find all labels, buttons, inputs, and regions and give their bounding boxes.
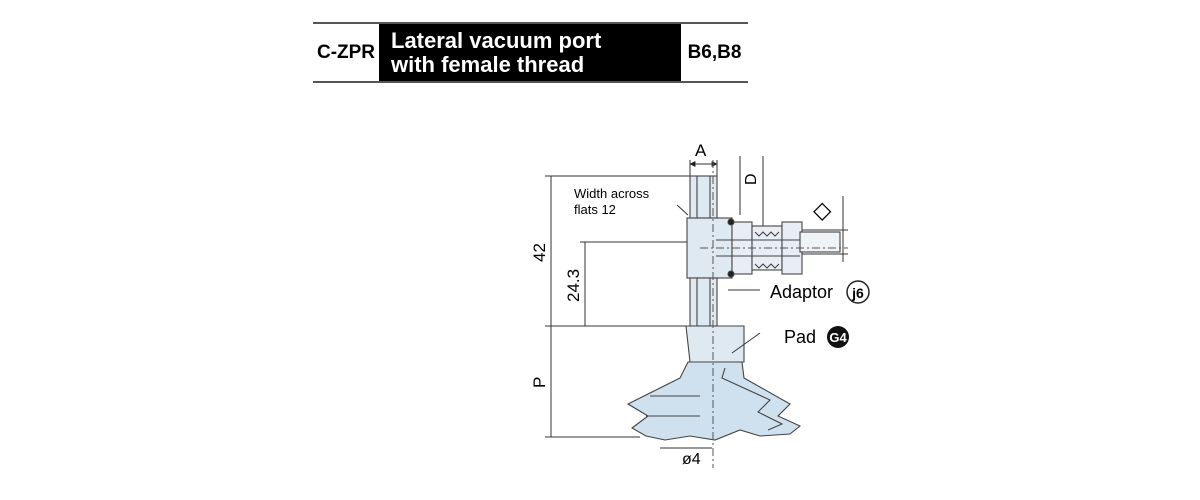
dim-p-label: P [530, 377, 549, 388]
adaptor-code: j6 [851, 285, 864, 301]
width-note-line-2: flats 12 [574, 202, 616, 217]
title-line-2: with female thread [391, 52, 585, 77]
dimension-lines [545, 156, 848, 449]
dim-42-label: 42 [530, 243, 549, 262]
pad-code-circle [827, 326, 849, 348]
variant-codes: B6,B8 [687, 41, 742, 63]
title-block: C-ZPR Lateral vacuum port with female th… [313, 22, 748, 83]
dim-a-label: A [695, 141, 707, 160]
adaptor-label: Adaptor [770, 282, 833, 302]
dim-o4-label: ø4 [682, 451, 701, 468]
adaptor-code-circle [846, 280, 870, 304]
pad-code: G4 [829, 330, 847, 345]
dim-square-label: ◇ [813, 197, 832, 224]
series-code: C-ZPR [316, 41, 376, 63]
dim-d-label: D [743, 173, 760, 185]
title-line-1: Lateral vacuum port [391, 28, 602, 53]
pad-body [626, 325, 802, 441]
dim-24-3-label: 24.3 [564, 269, 583, 302]
width-note-line-1: Width across [574, 186, 650, 201]
title-box: Lateral vacuum port with female thread [379, 24, 681, 81]
pad-label: Pad [784, 327, 816, 347]
leader-lines [676, 204, 761, 354]
